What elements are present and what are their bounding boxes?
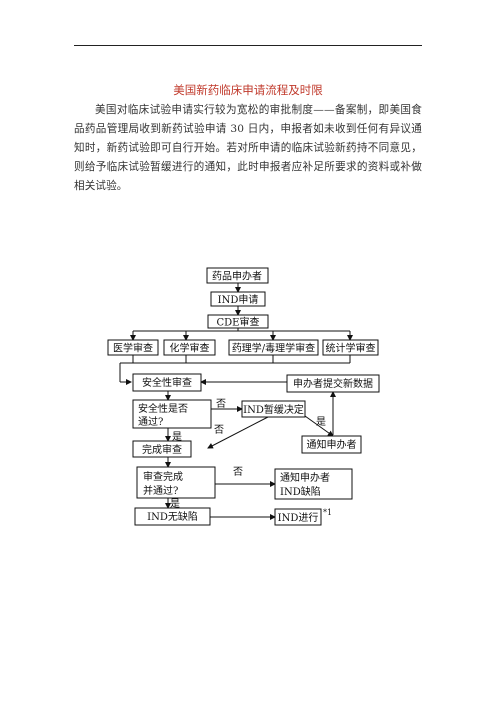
sponsor-submit-label: 申办者提交新数据 bbox=[293, 377, 373, 390]
medical-review-box bbox=[107, 339, 159, 356]
ind-apply-label: IND申请 bbox=[218, 293, 259, 306]
ind-proceed-label: IND进行 bbox=[278, 511, 319, 524]
safety-review-label: 安全性审查 bbox=[142, 376, 192, 389]
cde-review-box bbox=[207, 314, 269, 329]
notify-defect-label-line1: 通知申办者 bbox=[280, 471, 330, 484]
safety-ok-label-line2: 通过? bbox=[138, 415, 163, 428]
sponsor-submit-box bbox=[286, 374, 380, 393]
ind-hold-box bbox=[241, 400, 306, 418]
review-done-label-line2: 并通过? bbox=[143, 484, 178, 497]
edge-label-no-2: 否 bbox=[214, 424, 224, 436]
intro-paragraph: 美国对临床试验申请实行较为宽松的审批制度——备案制，即美国食品药品管理局收到新药… bbox=[74, 104, 422, 192]
pharm-tox-review-label: 药理学/毒理学审查 bbox=[232, 342, 315, 355]
ind-no-defect-label: IND无缺陷 bbox=[147, 510, 198, 523]
complete-review-box bbox=[132, 440, 192, 458]
sponsor-box bbox=[206, 267, 269, 284]
edge-label-no-3: 否 bbox=[233, 466, 243, 478]
safety-ok-label-line1: 安全性是否 bbox=[138, 402, 188, 415]
chemistry-review-box bbox=[163, 339, 216, 356]
safety-ok-box bbox=[132, 399, 212, 429]
pharm-tox-review-box bbox=[228, 339, 319, 356]
review-done-label-line1: 审查完成 bbox=[143, 470, 183, 483]
medical-review-label: 医学审查 bbox=[113, 342, 153, 355]
notify-sponsor-box bbox=[301, 435, 362, 454]
footnote-marker: *1 bbox=[323, 508, 332, 517]
edge-label-yes-1: 是 bbox=[316, 416, 326, 428]
statistics-review-box bbox=[322, 339, 379, 356]
review-done-box bbox=[136, 466, 216, 499]
notify-sponsor-label: 通知申办者 bbox=[307, 438, 357, 451]
header-rule bbox=[74, 45, 422, 46]
ind-apply-box bbox=[210, 291, 266, 307]
ind-hold-label: IND暂缓决定 bbox=[243, 403, 304, 416]
safety-review-box bbox=[132, 373, 202, 392]
complete-review-label: 完成审查 bbox=[142, 443, 182, 456]
cde-review-label: CDE审查 bbox=[217, 316, 260, 329]
statistics-review-label: 统计学审查 bbox=[326, 342, 376, 355]
ind-no-defect-box bbox=[134, 507, 211, 526]
notify-defect-box bbox=[274, 468, 353, 500]
document-title: 美国新药临床申请流程及时限 bbox=[173, 83, 323, 97]
edge-label-yes-2: 是 bbox=[172, 431, 182, 443]
sponsor-label: 药品申办者 bbox=[212, 270, 262, 283]
chemistry-review-label: 化学审查 bbox=[170, 342, 210, 355]
edge-label-yes-3: 是 bbox=[170, 498, 180, 510]
edge-label-no-1: 否 bbox=[216, 398, 226, 410]
ind-proceed-box bbox=[274, 508, 322, 526]
notify-defect-label-line2: IND缺陷 bbox=[280, 485, 321, 498]
